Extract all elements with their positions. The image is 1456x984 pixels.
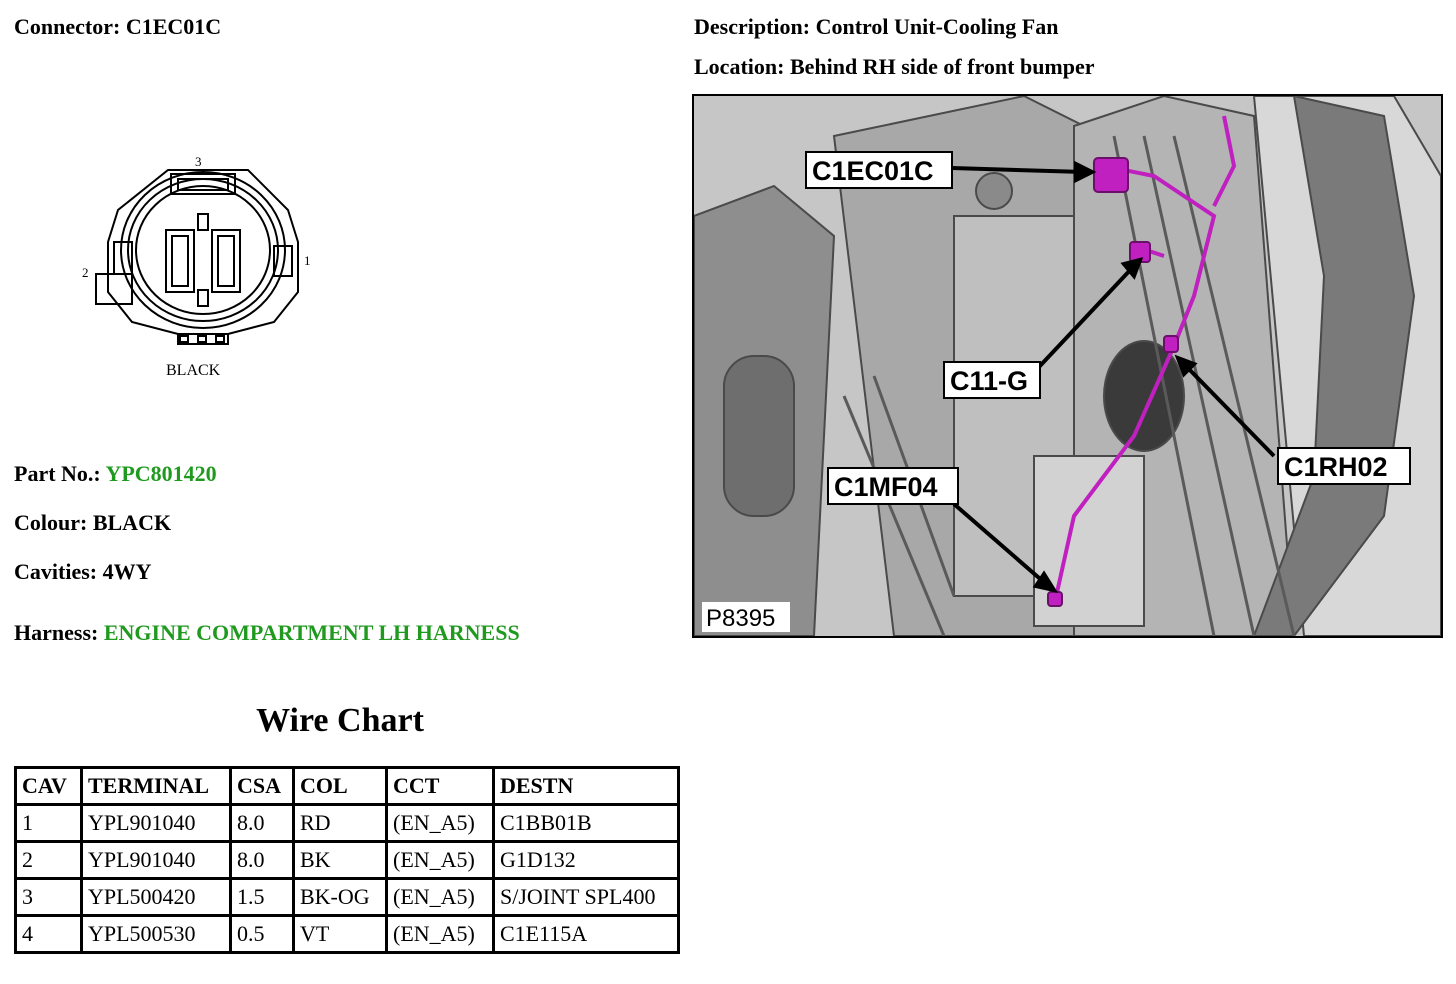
cell-col: BK bbox=[292, 840, 388, 880]
colour-value: BLACK bbox=[92, 510, 172, 535]
cell-cct: (EN_A5) bbox=[385, 803, 495, 843]
pin-1-label: 1 bbox=[304, 253, 311, 268]
connector-colour-label: BLACK bbox=[166, 362, 221, 379]
cell-destn: C1E115A bbox=[492, 914, 680, 954]
column-header-terminal: TERMINAL bbox=[80, 766, 232, 806]
table-row: 4 YPL500530 0.5 VT (EN_A5) C1E115A bbox=[14, 914, 680, 954]
description-value: Control Unit-Cooling Fan bbox=[815, 14, 1059, 39]
cell-terminal: YPL901040 bbox=[80, 803, 232, 843]
pin-2-label: 2 bbox=[82, 265, 89, 280]
cell-csa: 1.5 bbox=[229, 877, 295, 917]
connector-face-drawing: 3 2 1 BLACK bbox=[82, 154, 311, 379]
callout-c11-g: C11-G bbox=[950, 366, 1028, 396]
cell-cav: 3 bbox=[14, 877, 83, 917]
callout-c1mf04: C1MF04 bbox=[834, 472, 938, 502]
part-number: Part No.: YPC801420 bbox=[14, 463, 217, 485]
colour-label: Colour: bbox=[14, 510, 88, 535]
column-header-cav: CAV bbox=[14, 766, 83, 806]
location-photo: C1EC01C C11-G C1MF04 C1RH02 P8395 bbox=[692, 94, 1443, 638]
location: Location: Behind RH side of front bumper bbox=[694, 56, 1095, 78]
cell-col: RD bbox=[292, 803, 388, 843]
cell-csa: 0.5 bbox=[229, 914, 295, 954]
table-row: 1 YPL901040 8.0 RD (EN_A5) C1BB01B bbox=[14, 803, 680, 843]
part-number-label: Part No.: bbox=[14, 461, 101, 486]
column-header-csa: CSA bbox=[229, 766, 295, 806]
cell-csa: 8.0 bbox=[229, 840, 295, 880]
photo-id: P8395 bbox=[706, 605, 775, 632]
description-label: Description: bbox=[694, 14, 811, 39]
cell-cct: (EN_A5) bbox=[385, 877, 495, 917]
wire-chart-table: CAV TERMINAL CSA COL CCT DESTN 1 YPL9010… bbox=[14, 766, 680, 954]
cell-destn: C1BB01B bbox=[492, 803, 680, 843]
part-number-link[interactable]: YPC801420 bbox=[105, 461, 217, 486]
colour: Colour: BLACK bbox=[14, 512, 171, 534]
column-header-destn: DESTN bbox=[492, 766, 680, 806]
cell-cav: 2 bbox=[14, 840, 83, 880]
callout-c1rh02: C1RH02 bbox=[1284, 452, 1388, 482]
cell-col: BK-OG bbox=[292, 877, 388, 917]
pin-3-label: 3 bbox=[195, 154, 202, 169]
table-header-row: CAV TERMINAL CSA COL CCT DESTN bbox=[14, 766, 680, 806]
table-row: 3 YPL500420 1.5 BK-OG (EN_A5) S/JOINT SP… bbox=[14, 877, 680, 917]
cell-col: VT bbox=[292, 914, 388, 954]
cell-cct: (EN_A5) bbox=[385, 840, 495, 880]
harness-link[interactable]: ENGINE COMPARTMENT LH HARNESS bbox=[103, 620, 520, 645]
cavities-value: 4WY bbox=[102, 559, 152, 584]
cell-terminal: YPL500420 bbox=[80, 877, 232, 917]
table-row: 2 YPL901040 8.0 BK (EN_A5) G1D132 bbox=[14, 840, 680, 880]
column-header-cct: CCT bbox=[385, 766, 495, 806]
column-header-col: COL bbox=[292, 766, 388, 806]
harness-label: Harness: bbox=[14, 620, 99, 645]
connector-label: Connector: bbox=[14, 14, 121, 39]
cell-terminal: YPL901040 bbox=[80, 840, 232, 880]
callout-c1ec01c: C1EC01C bbox=[812, 156, 934, 186]
cell-destn: G1D132 bbox=[492, 840, 680, 880]
connector-value: C1EC01C bbox=[125, 14, 222, 39]
cavities-label: Cavities: bbox=[14, 559, 98, 584]
location-value: Behind RH side of front bumper bbox=[789, 54, 1095, 79]
cell-cav: 1 bbox=[14, 803, 83, 843]
cell-terminal: YPL500530 bbox=[80, 914, 232, 954]
wire-chart-title: Wire Chart bbox=[256, 702, 424, 739]
location-label: Location: bbox=[694, 54, 785, 79]
cell-cct: (EN_A5) bbox=[385, 914, 495, 954]
cell-destn: S/JOINT SPL400 bbox=[492, 877, 680, 917]
cell-cav: 4 bbox=[14, 914, 83, 954]
connector-title: Connector: C1EC01C bbox=[14, 16, 221, 38]
cavities: Cavities: 4WY bbox=[14, 561, 151, 583]
cell-csa: 8.0 bbox=[229, 803, 295, 843]
description: Description: Control Unit-Cooling Fan bbox=[694, 16, 1058, 38]
harness: Harness: ENGINE COMPARTMENT LH HARNESS bbox=[14, 622, 520, 644]
